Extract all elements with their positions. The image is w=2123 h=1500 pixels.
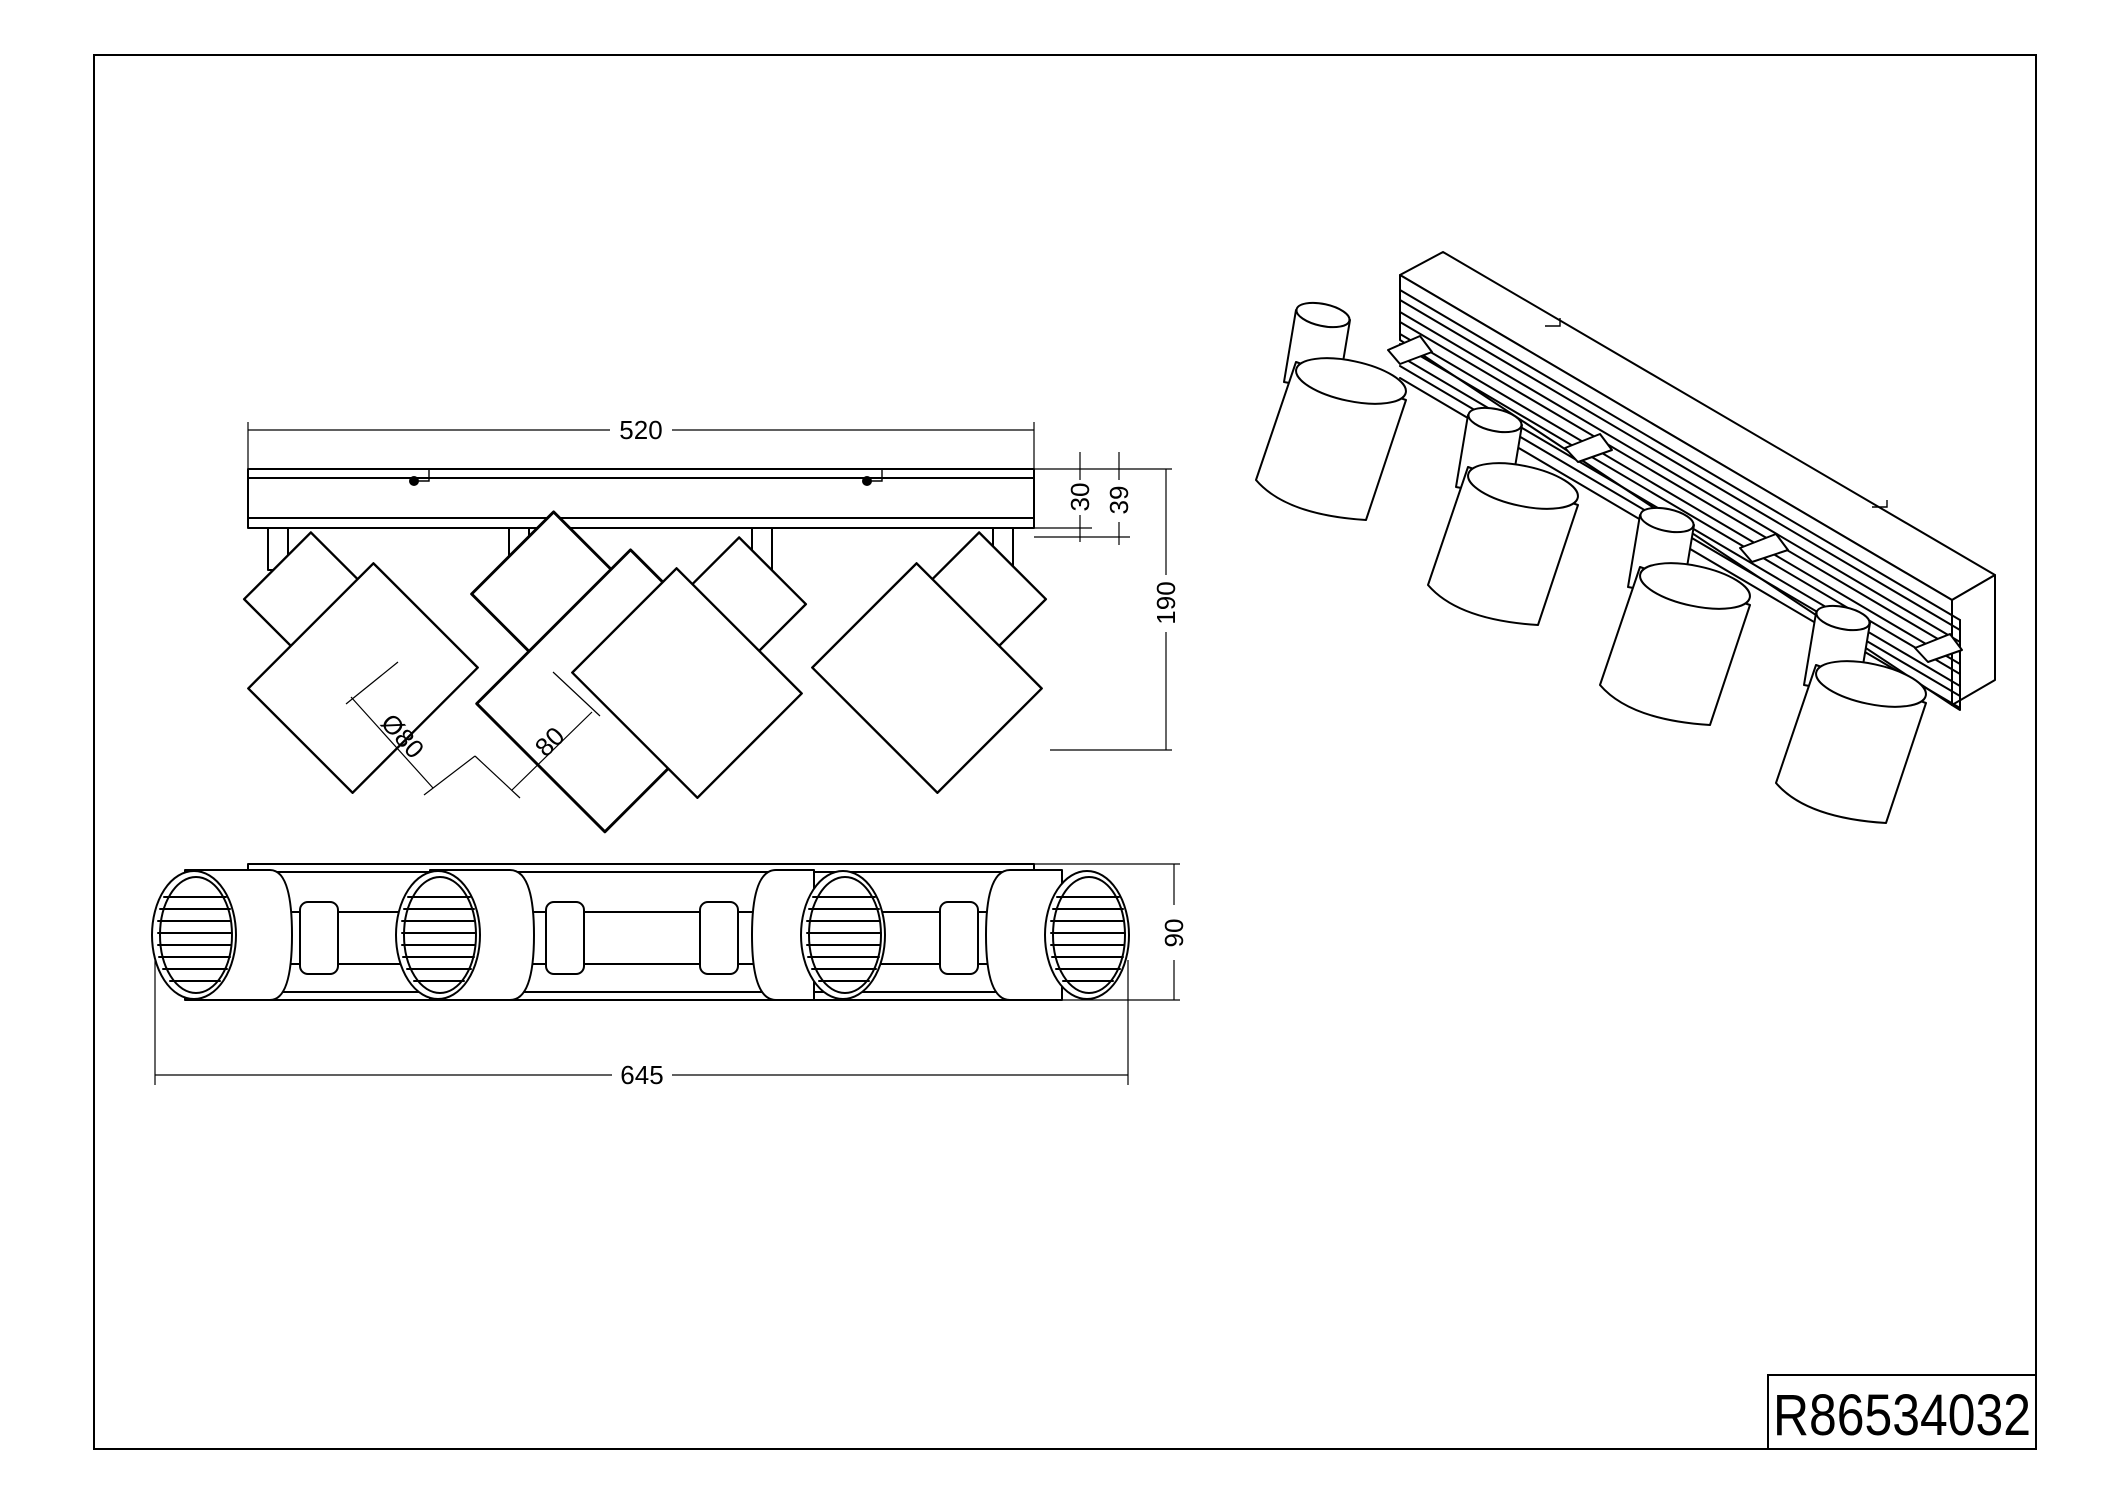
shade-end-2 <box>395 870 481 1000</box>
shade-end-3 <box>800 870 886 1000</box>
drawing-frame <box>93 54 2037 1450</box>
side-view: 520 30 39 190 Ø80 80 <box>200 415 1181 834</box>
keyhole-slot-left-icon <box>409 470 430 486</box>
dim-overall-height: 190 <box>1151 581 1181 624</box>
dim-base-height-total: 39 <box>1104 486 1134 515</box>
dim-overall-length: 645 <box>620 1060 663 1090</box>
spotlight-1 <box>200 515 479 794</box>
iso-spotlight-1 <box>1255 297 1411 521</box>
part-number: R86534032 <box>1773 1383 2031 1448</box>
dim-base-height: 30 <box>1065 483 1095 512</box>
shade-end-1 <box>151 870 237 1000</box>
dim-depth: 90 <box>1159 919 1189 948</box>
dim-bar-length: 520 <box>619 415 662 445</box>
keyhole-slot-right-icon <box>862 470 883 486</box>
spotlight-4 <box>811 515 1090 794</box>
top-view: 90 645 <box>151 863 1189 1090</box>
part-number-box <box>1767 1374 2037 1450</box>
shade-end-4 <box>1044 870 1130 1000</box>
isometric-view <box>1255 251 1996 824</box>
